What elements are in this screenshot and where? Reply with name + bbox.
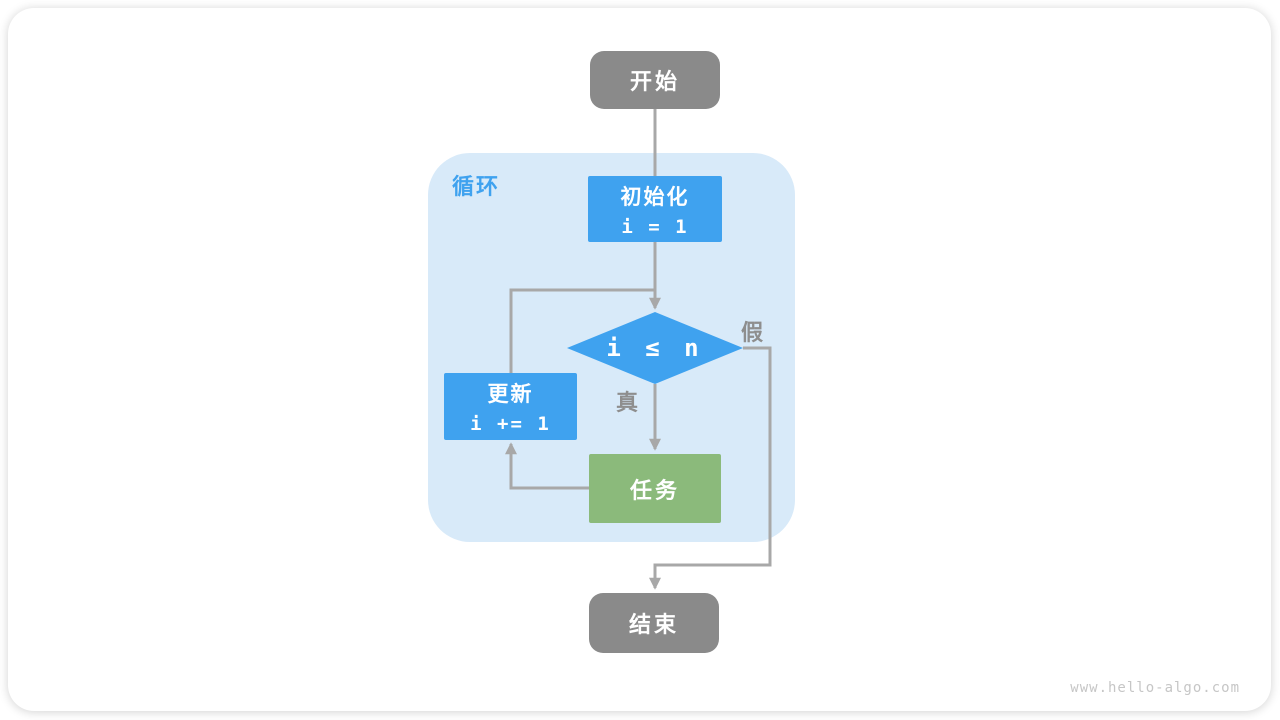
node-update: 更新 i += 1 [444,373,577,440]
edge-condition-false-to-end [649,346,772,590]
condition-label: i ≤ n [606,334,704,362]
node-init-code: i = 1 [621,215,689,238]
node-task: 任务 [589,454,721,523]
edge-update-to-condition [509,288,655,373]
node-task-label: 任务 [629,477,680,503]
node-end: 结束 [589,593,719,653]
node-start: 开始 [590,51,720,109]
node-update-code: i += 1 [470,413,551,435]
node-start-label: 开始 [629,69,680,94]
node-init: 初始化 i = 1 [588,176,722,242]
node-update-title: 更新 [487,383,534,406]
edge-task-to-update [505,442,589,490]
edge-label-true: 真 [616,390,639,415]
node-end-label: 结束 [628,612,679,637]
condition-diamond [567,312,743,384]
edge-label-false: 假 [741,320,764,345]
watermark-text: www.hello-algo.com [1070,680,1240,696]
node-init-title: 初始化 [620,185,690,209]
loop-label: 循环 [452,174,501,199]
